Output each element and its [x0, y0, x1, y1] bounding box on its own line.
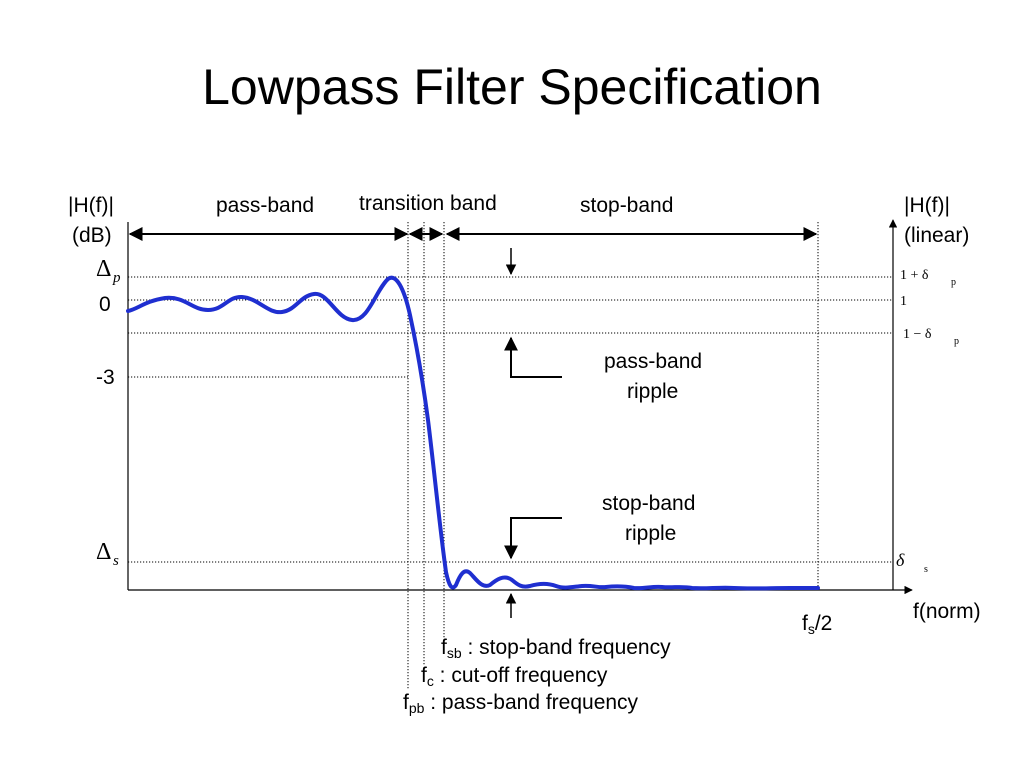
fpb-description: : pass-band frequency — [424, 691, 638, 714]
fc-main: f — [421, 664, 427, 687]
fpb-main: f — [403, 691, 409, 714]
fsb-description: : stop-band frequency — [462, 636, 671, 659]
stopband-ripple-label-line2: ripple — [625, 522, 676, 545]
fs2-label: fs/2 — [802, 612, 832, 637]
x-axis-label: f(norm) — [913, 600, 981, 623]
delta-p-subscript: p — [112, 270, 121, 286]
fpb-label: fpb : pass-band frequency — [403, 691, 639, 716]
fpb-subscript: pb — [409, 700, 425, 716]
fs2-main: f — [802, 612, 808, 635]
one-plus-delta-label: 1 + δ — [900, 268, 929, 283]
left-axis-label-line1: |H(f)| — [68, 194, 114, 217]
delta-s-linear-subscript: s — [924, 564, 928, 575]
fsb-main: f — [441, 636, 447, 659]
stop-band-label: stop-band — [580, 194, 673, 217]
delta-s-label: Δ — [96, 539, 111, 565]
one-plus-delta-subscript: p — [951, 277, 956, 288]
pass-band-label: pass-band — [216, 194, 314, 217]
slide-title: Lowpass Filter Specification — [202, 59, 822, 115]
one-label: 1 — [900, 294, 907, 309]
passband-ripple-bracket — [504, 336, 562, 378]
stopband-ripple-label-line1: stop-band — [602, 492, 695, 515]
one-minus-delta-label: 1 − δ — [903, 327, 932, 342]
passband-ripple-label-line1: pass-band — [604, 350, 702, 373]
zero-db-label: 0 — [99, 293, 111, 316]
fc-label: fc : cut-off frequency — [421, 664, 608, 689]
delta-p-label: Δ — [96, 256, 111, 282]
fsb-label: fsb : stop-band frequency — [441, 636, 671, 661]
stopband-ripple-bracket — [504, 517, 562, 560]
fsb-subscript: sb — [447, 645, 462, 661]
delta-s-subscript: s — [113, 553, 119, 569]
fs2-subscript: s — [808, 621, 815, 637]
one-minus-delta-subscript: p — [954, 336, 959, 347]
fs2-tail: /2 — [815, 612, 833, 635]
right-axis-label-line1: |H(f)| — [904, 194, 950, 217]
passband-ripple-label-line2: ripple — [627, 380, 678, 403]
fc-subscript: c — [427, 673, 434, 689]
delta-s-linear-label: δ — [896, 550, 905, 570]
minus-3db-label: -3 — [96, 366, 115, 389]
left-axis-label-line2: (dB) — [72, 224, 112, 247]
fc-description: : cut-off frequency — [434, 664, 608, 687]
transition-band-label: transition band — [359, 192, 497, 215]
frequency-response-curve — [126, 275, 820, 591]
right-axis-label-line2: (linear) — [904, 224, 969, 247]
